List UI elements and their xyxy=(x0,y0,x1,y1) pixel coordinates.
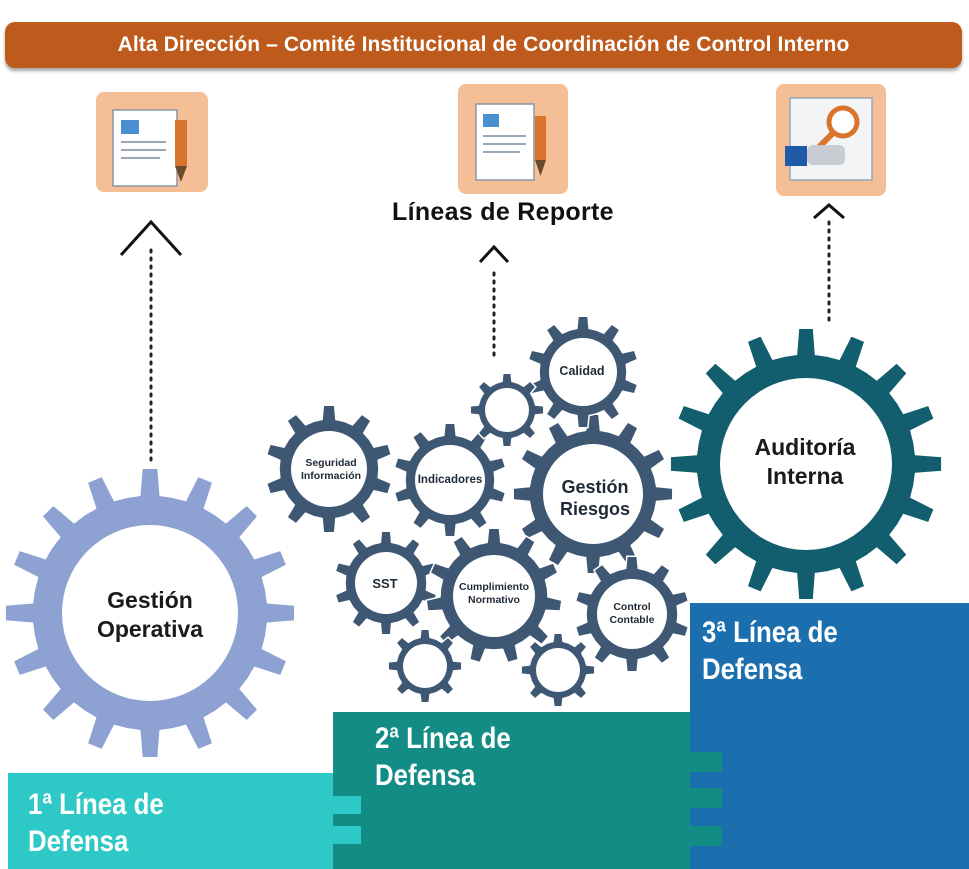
reporting-line-third xyxy=(813,203,845,322)
first-line-label: 1ª Línea de Defensa xyxy=(28,788,164,858)
reporting-lines-title: Líneas de Reporte xyxy=(392,198,614,226)
document-pen-icon xyxy=(458,84,568,194)
gear-operativa xyxy=(4,467,296,759)
step-connector-tabs xyxy=(333,752,722,846)
gear-label-sst: SST xyxy=(372,575,398,591)
gear-contable xyxy=(574,555,690,673)
gear-small-top xyxy=(469,372,545,448)
gear-auditoria xyxy=(669,327,943,601)
gear-seguridad xyxy=(265,404,393,534)
gear-small-top-center xyxy=(485,388,529,432)
gear-label-calidad: Calidad xyxy=(559,364,605,379)
gear-indicadores-center xyxy=(415,445,485,515)
reporting-line-second xyxy=(478,244,510,357)
gear-indicadores xyxy=(393,422,507,538)
gear-calidad xyxy=(527,315,639,429)
gear-contable-center xyxy=(597,579,667,649)
document-pen-icon xyxy=(96,92,208,192)
gear-small-bottom-left xyxy=(387,628,463,704)
gear-sst-center xyxy=(355,552,417,614)
gear-label-indicadores: Indicadores xyxy=(417,473,483,486)
gear-operativa-center xyxy=(62,525,238,701)
header-bar: Alta Dirección – Comité Institucional de… xyxy=(5,22,962,68)
gear-small-bottom-right-center xyxy=(536,648,580,692)
header-title: Alta Dirección – Comité Institucional de… xyxy=(117,33,850,56)
gear-seguridad-center xyxy=(291,431,367,507)
gear-cumplimiento xyxy=(425,527,563,664)
gear-small-bottom-left-center xyxy=(403,644,447,688)
gear-cumplimiento-center xyxy=(453,555,535,637)
first-line-step xyxy=(8,773,333,869)
gear-sst xyxy=(334,530,438,636)
gear-auditoria-center xyxy=(720,378,892,550)
second-line-step xyxy=(333,712,690,869)
third-line-label: 3ª Línea de Defensa xyxy=(702,616,838,686)
gear-riesgos xyxy=(512,413,674,575)
reporting-line-first xyxy=(119,219,183,462)
gear-calidad-center xyxy=(549,338,617,406)
gear-riesgos-center xyxy=(543,444,643,544)
magnifier-hand-icon xyxy=(776,84,886,196)
gear-small-bottom-right xyxy=(520,632,596,708)
third-line-step xyxy=(690,603,969,869)
gears-layer xyxy=(4,315,943,759)
second-line-label: 2ª Línea de Defensa xyxy=(375,722,511,792)
